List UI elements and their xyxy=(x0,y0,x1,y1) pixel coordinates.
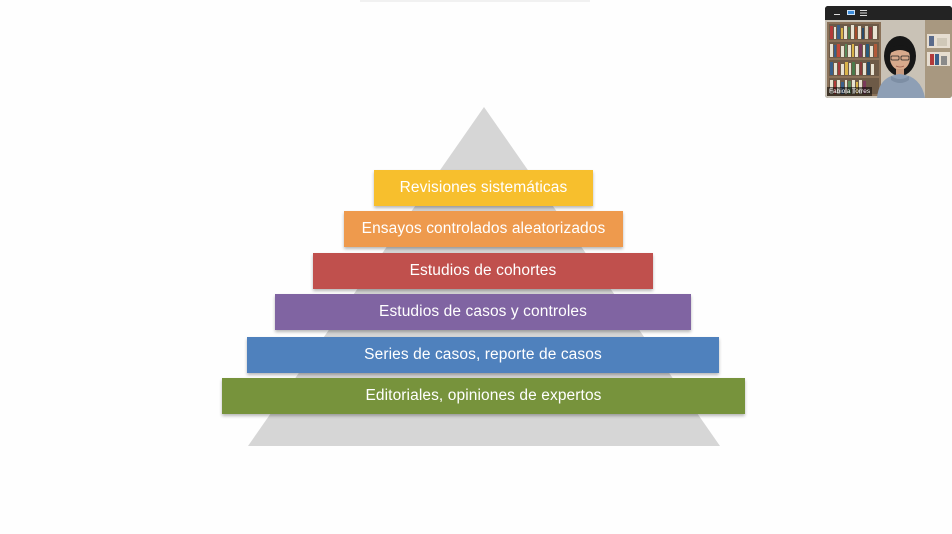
pyramid-level-6: Editoriales, opiniones de expertos xyxy=(222,378,745,414)
video-layout-icon[interactable] xyxy=(847,10,855,15)
pyramid-level-label: Series de casos, reporte de casos xyxy=(364,346,602,363)
gallery-view-icon[interactable] xyxy=(860,10,867,16)
pyramid-level-4: Estudios de casos y controles xyxy=(275,294,691,330)
pyramid-level-label: Estudios de casos y controles xyxy=(379,303,587,320)
participant-video-tile[interactable]: Fabiola Torres xyxy=(825,6,952,98)
pyramid-level-2: Ensayos controlados aleatorizados xyxy=(344,211,623,247)
minimize-icon[interactable] xyxy=(834,14,840,15)
participant-name: Fabiola Torres xyxy=(827,87,873,96)
pyramid-level-label: Ensayos controlados aleatorizados xyxy=(361,220,606,237)
participant-video: Fabiola Torres xyxy=(825,20,952,98)
pyramid-level-label: Editoriales, opiniones de expertos xyxy=(365,387,602,404)
pyramid-level-5: Series de casos, reporte de casos xyxy=(247,337,719,373)
pyramid-level-3: Estudios de cohortes xyxy=(313,253,653,289)
pyramid-level-1: Revisiones sistemáticas xyxy=(374,170,593,206)
slide-top-edge xyxy=(360,0,590,2)
video-toolbar xyxy=(825,6,952,20)
pyramid-level-label: Revisiones sistemáticas xyxy=(399,179,568,196)
pyramid-level-label: Estudios de cohortes xyxy=(409,262,557,279)
